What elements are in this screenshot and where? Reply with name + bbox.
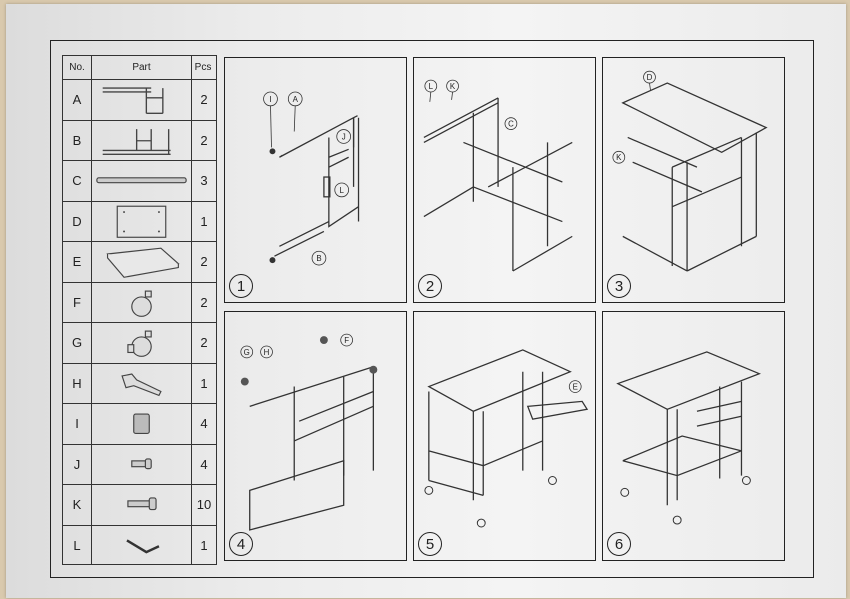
part-quantity: 3	[200, 173, 208, 189]
frame-side-b-icon	[93, 121, 190, 161]
step-1-diagram: I A J L B	[263, 91, 360, 266]
part-quantity: 1	[200, 375, 208, 391]
part-quantity: 4	[200, 416, 208, 432]
wrench-icon	[93, 364, 190, 404]
step-4-diagram: G H F	[240, 333, 378, 531]
header-part: Part	[91, 56, 192, 80]
locking-caster-icon	[93, 323, 190, 363]
part-letter: G	[71, 335, 83, 351]
step-number-5: 5	[418, 532, 442, 556]
tabletop-board-icon	[93, 202, 190, 242]
label-K: K	[616, 153, 622, 162]
label-L: L	[429, 82, 434, 91]
crossbar-tube-icon	[93, 161, 190, 201]
step-6-diagram	[616, 351, 762, 525]
part-quantity: 2	[200, 335, 208, 351]
label-L: L	[340, 186, 345, 195]
header-pcs: Pcs	[190, 56, 216, 80]
part-letter: E	[72, 254, 82, 270]
part-letter: J	[73, 456, 81, 472]
part-row: K 10	[63, 485, 216, 526]
label-F: F	[344, 336, 349, 345]
label-D: D	[647, 73, 653, 82]
label-I: I	[269, 95, 271, 104]
shelf-tray-icon	[93, 242, 190, 282]
step-3-diagram: D K	[612, 70, 768, 272]
part-letter: F	[73, 294, 81, 310]
part-letter: I	[75, 416, 79, 432]
label-G: G	[244, 348, 250, 357]
part-letter: B	[72, 132, 82, 148]
step-panel-2: L K C 2	[413, 57, 596, 303]
part-letter: C	[72, 173, 82, 189]
part-quantity: 2	[200, 254, 208, 270]
part-letter: H	[72, 375, 82, 391]
short-bolt-icon	[93, 445, 190, 485]
frame-side-a-icon	[93, 80, 190, 120]
part-letter: K	[72, 497, 82, 513]
step-5-diagram: E	[424, 349, 589, 528]
outer-frame	[50, 40, 814, 578]
part-quantity: 1	[200, 538, 208, 554]
part-quantity: 4	[200, 456, 208, 472]
step-panel-4: G H F 4	[224, 311, 407, 561]
label-E: E	[573, 383, 578, 392]
part-letter: D	[72, 213, 82, 229]
step-number-6: 6	[607, 532, 631, 556]
part-quantity: 2	[200, 132, 208, 148]
step-panel-6: 6	[602, 311, 785, 561]
label-B: B	[316, 254, 321, 263]
label-C: C	[508, 120, 514, 129]
label-K: K	[450, 82, 456, 91]
part-letter: L	[73, 538, 81, 554]
step-number-1: 1	[229, 274, 253, 298]
part-letter: A	[72, 92, 82, 108]
part-quantity: 10	[196, 497, 212, 513]
part-quantity: 2	[200, 92, 208, 108]
step-panel-5: E 5	[413, 311, 596, 561]
label-A: A	[293, 95, 299, 104]
caster-wheel-icon	[93, 283, 190, 323]
label-J: J	[342, 132, 346, 141]
header-no: No.	[63, 56, 91, 80]
step-panel-1: I A J L B 1	[224, 57, 407, 303]
label-H: H	[264, 348, 270, 357]
step-number-2: 2	[418, 274, 442, 298]
allen-key-icon	[93, 526, 190, 567]
end-cap-icon	[93, 404, 190, 444]
long-bolt-icon	[93, 485, 190, 525]
part-quantity: 2	[200, 294, 208, 310]
part-quantity: 1	[200, 213, 208, 229]
step-panel-3: D K 3	[602, 57, 785, 303]
step-number-4: 4	[229, 532, 253, 556]
step-number-3: 3	[607, 274, 631, 298]
step-2-diagram: L K C	[423, 79, 573, 272]
